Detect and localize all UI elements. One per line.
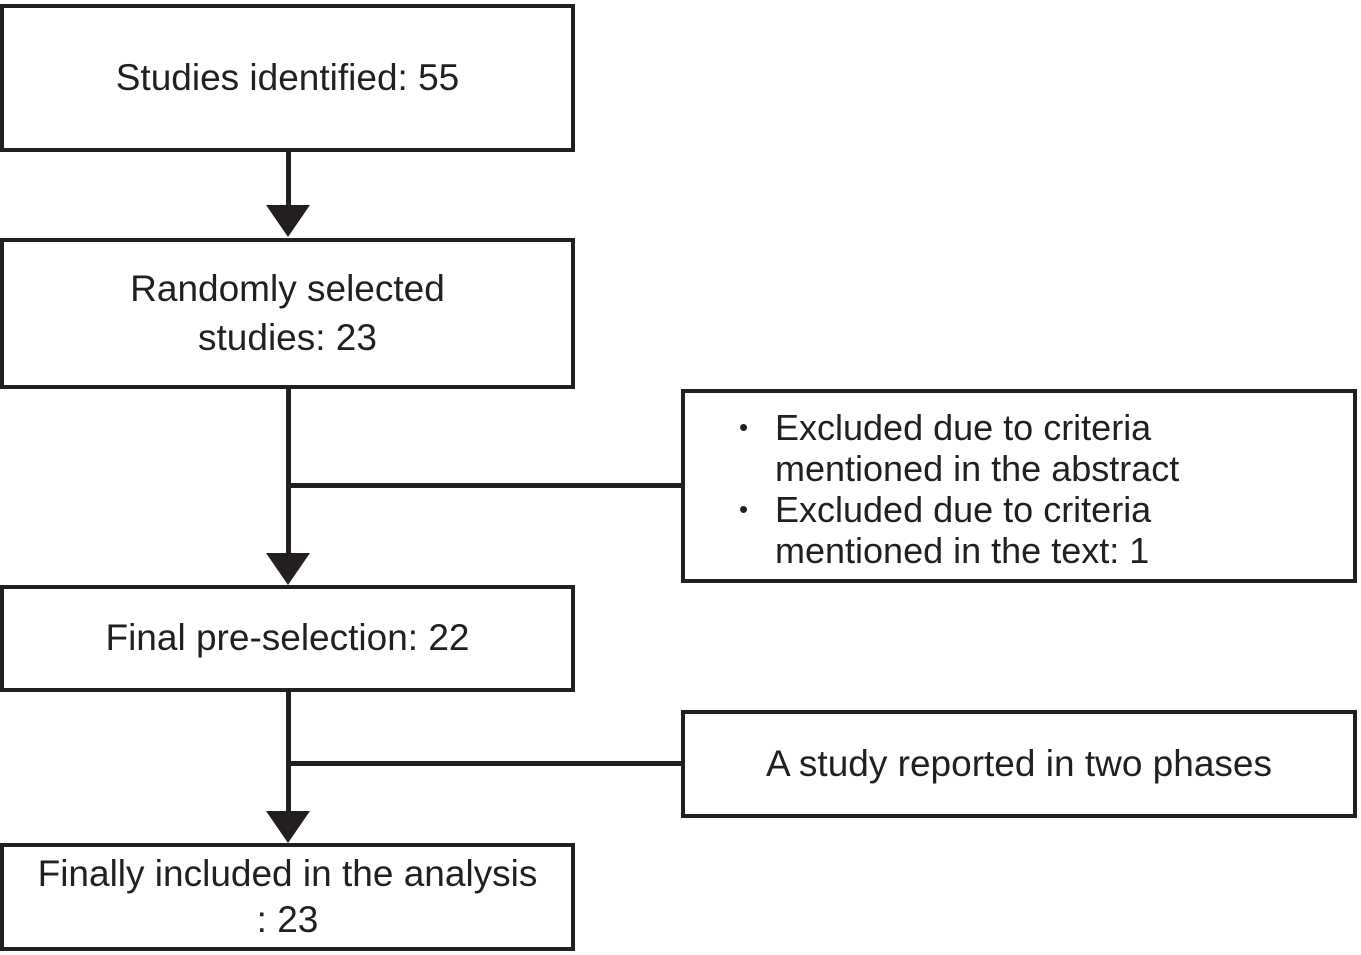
arrowhead-down-icon — [266, 205, 310, 237]
node-final-pre-selection: Final pre-selection: 22 — [0, 585, 575, 692]
bullet-icon: • — [739, 412, 749, 442]
excluded-bullet-1-label: Excluded due to criteria mentioned in th… — [775, 407, 1180, 489]
connector-branch-to-twophases-line — [286, 761, 681, 766]
connector-preselection-to-final-line — [286, 692, 291, 814]
node-studies-identified-label: Studies identified: 55 — [115, 56, 460, 98]
node-randomly-selected: Randomly selected studies: 23 — [0, 238, 575, 389]
arrowhead-down-icon — [266, 553, 310, 585]
node-study-two-phases-label: A study reported in two phases — [766, 742, 1272, 784]
node-finally-included: Finally included in the analysis : 23 — [0, 843, 575, 951]
connector-studies-to-random-line — [286, 152, 291, 210]
excluded-bullet-item-1: • Excluded due to criteria mentioned in … — [733, 407, 1333, 489]
connector-branch-to-excluded-line — [286, 483, 681, 488]
connector-random-to-preselection-line — [286, 389, 291, 557]
node-finally-included-line1: Finally included in the analysis — [37, 852, 538, 894]
node-study-two-phases: A study reported in two phases — [681, 710, 1357, 818]
excluded-bullet-2-label: Excluded due to criteria mentioned in th… — [775, 489, 1152, 571]
excluded-bullet-item-2: • Excluded due to criteria mentioned in … — [733, 489, 1333, 571]
node-finally-included-line2: : 23 — [256, 899, 319, 940]
bullet-icon: • — [739, 494, 749, 524]
node-final-pre-selection-label: Final pre-selection: 22 — [105, 617, 470, 659]
node-randomly-selected-line2: studies: 23 — [198, 316, 377, 358]
node-randomly-selected-line1: Randomly selected — [130, 268, 445, 310]
node-studies-identified: Studies identified: 55 — [0, 4, 575, 152]
node-excluded-reasons: • Excluded due to criteria mentioned in … — [681, 389, 1357, 583]
arrowhead-down-icon — [266, 811, 310, 843]
